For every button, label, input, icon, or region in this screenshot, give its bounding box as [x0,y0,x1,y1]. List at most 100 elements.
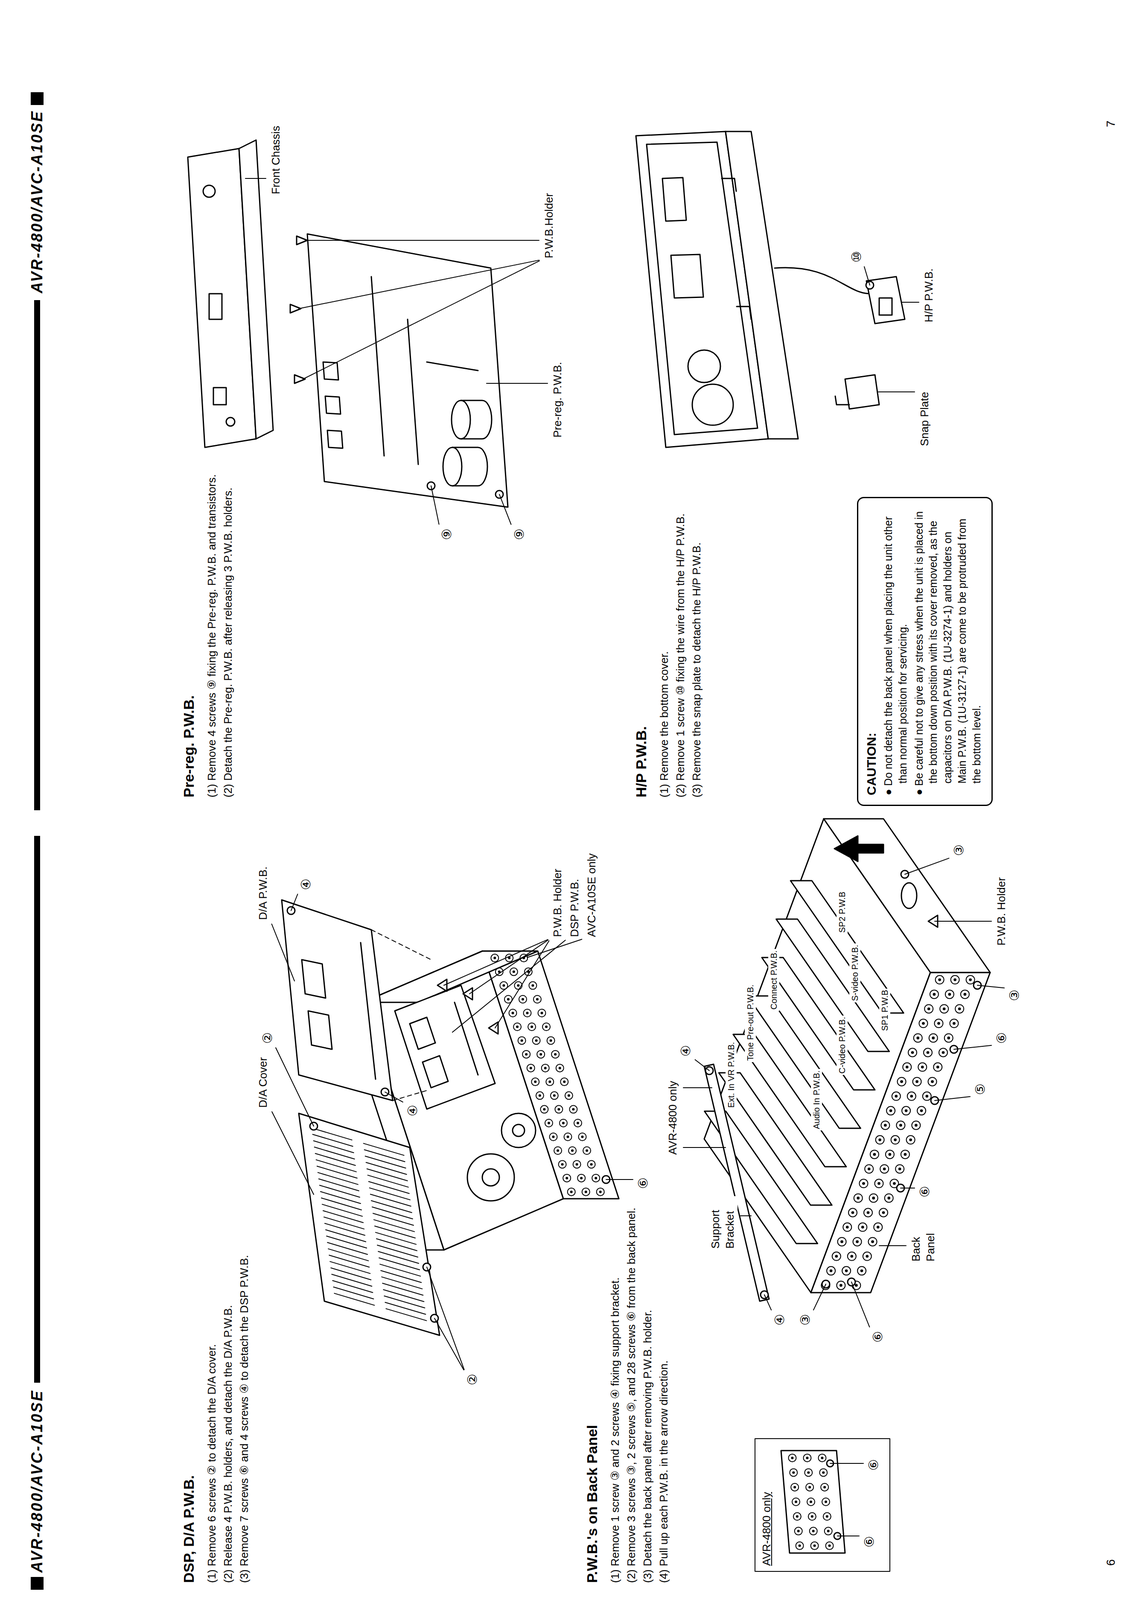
jack-row [896,1120,905,1130]
jack-row [527,1063,535,1072]
jack-row [880,1120,890,1130]
jack-row [809,1527,818,1535]
part-label: C-video P.W.B. [836,1015,848,1075]
jack-row [530,1025,534,1028]
callout-number: ③ [798,1312,813,1327]
jack-row [561,1162,564,1166]
hp-figure [866,276,905,324]
jack-row [870,1149,879,1159]
jack-row [826,1266,836,1275]
dsp-da-figure [437,979,447,992]
jack-row [891,1135,900,1144]
vent-slots [311,1127,353,1140]
jack-row [794,1500,798,1503]
leader-line [977,985,1005,988]
jack-row [909,1094,913,1098]
vent-slots [324,1223,365,1236]
vent-slots [378,1257,420,1270]
vent-slots [319,1184,360,1197]
jack-row [827,1529,830,1533]
jack-row [886,1106,895,1115]
jack-row [566,1135,570,1138]
part-label: Ext. In VR P.W.B. [725,1040,737,1109]
page-header-bar [30,92,44,105]
jack-row [822,1470,825,1474]
jack-row [891,1091,901,1101]
jack-row [788,1453,834,1550]
dsp-da-figure [298,1113,440,1336]
jack-row [819,1468,828,1476]
vent-slots [384,1302,426,1315]
jack-row [876,1225,880,1229]
jack-row [518,995,527,1003]
jack-row [577,1174,586,1182]
vent-slots [365,1155,406,1168]
vent-slots [367,1174,409,1187]
caution-box: CAUTION:● Do not detach the back panel w… [856,496,993,806]
jack-row [587,1160,596,1168]
pre-reg-figure [187,139,508,508]
leader-line [291,893,298,911]
jack-row [582,1187,590,1196]
callout-number: ⑤ [973,1081,988,1097]
jack-row [884,1193,894,1202]
jack-row [805,1483,814,1491]
part-label: D/A P.W.B. [256,865,271,922]
part-label: Front Chassis [268,124,284,196]
jack-row [911,1120,921,1130]
jack-row [805,1456,809,1459]
jack-row [549,1132,558,1141]
jack-row [558,1160,567,1168]
jack-row [945,989,954,999]
dsp-da-figure [467,1153,515,1201]
callout-number: ⑩ [849,249,864,264]
jack-row [790,1456,794,1459]
vent-slots [384,1295,425,1308]
jack-row [958,1007,962,1011]
jack-row [545,1119,553,1127]
vent-slots [373,1212,414,1225]
leader-line [864,266,870,286]
jack-row [922,1091,932,1101]
jack-row [856,1196,860,1200]
jack-row [569,1105,578,1114]
jack-row [832,1251,841,1261]
hp-figure [835,396,850,405]
jack-row [797,1529,800,1533]
part-label: AVR-4800 only [665,1079,681,1156]
dsp-da-figure [454,1002,479,1075]
pre-reg-figure [209,293,222,320]
vent-slots [371,1200,412,1213]
jack-row [869,1193,878,1202]
jack-row [938,978,942,982]
leader-line [764,1294,772,1310]
page-header-bar [34,300,41,811]
vent-slots [381,1276,423,1289]
vent-slots [363,1142,405,1155]
vent-slots [370,1194,412,1207]
jack-row [824,1527,833,1535]
jack-row [914,1123,918,1127]
callout-number: ⑥ [866,1457,881,1472]
jack-row [889,1109,893,1113]
part-label: S-video P.W.B. [849,943,861,1003]
leader-line [934,920,992,922]
jack-row [559,1119,568,1127]
jack-row [547,1036,555,1044]
pre-reg-figure [226,417,235,426]
jack-row [871,1239,875,1243]
jack-row [512,970,516,973]
vent-slots [327,1241,368,1254]
leader-line [900,1187,915,1189]
dsp-da-figure [512,1124,525,1137]
jack-row [960,989,970,999]
section-heading: H/P P.W.B. [631,725,651,798]
jack-row [918,1062,927,1072]
step-text: (3) Remove the snap plate to detach the … [689,542,705,798]
jack-row [900,1149,910,1159]
leader-line [695,1059,710,1071]
back-panel-figure [901,882,917,909]
vent-slots [323,1216,365,1229]
leader-line [443,939,549,986]
section-heading: Pre-reg. P.W.B. [179,695,199,798]
